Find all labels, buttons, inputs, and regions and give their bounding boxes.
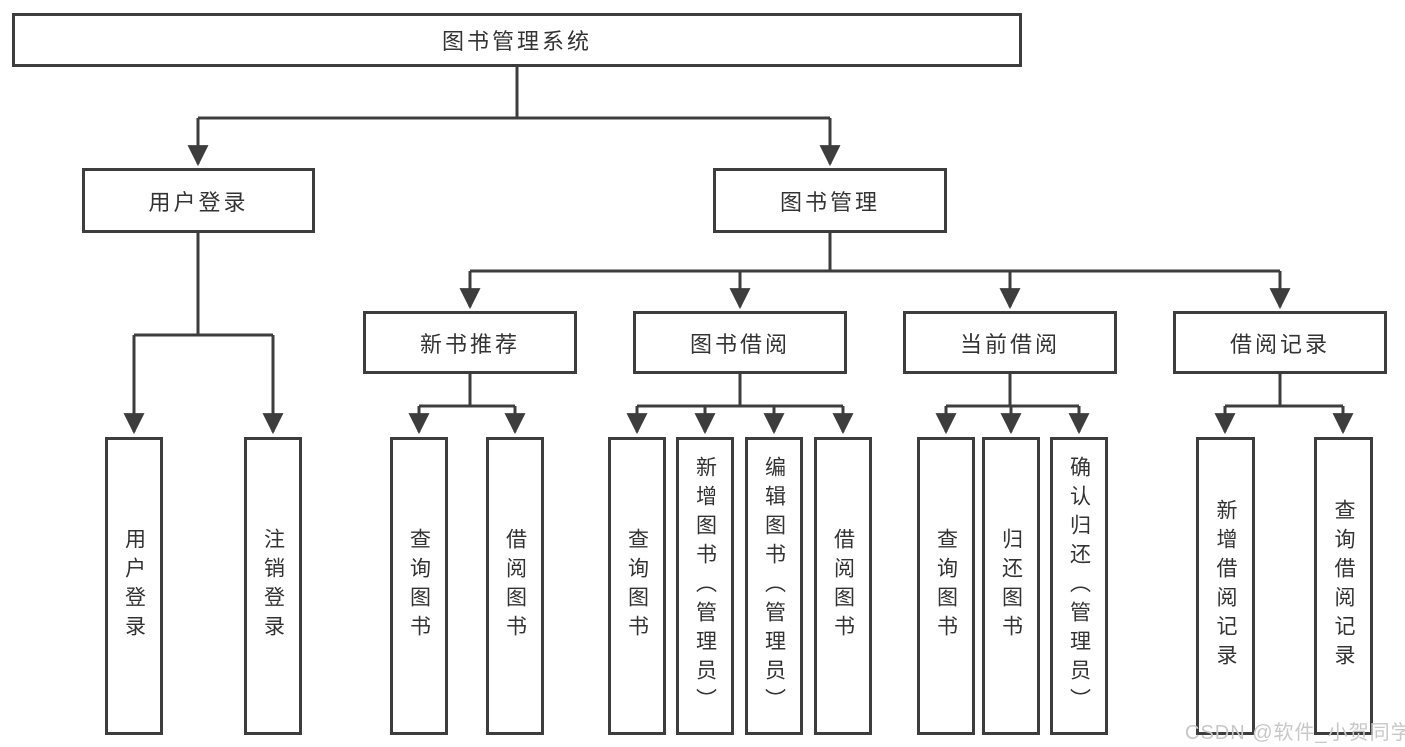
node-book-borrow-label: 图书借阅 bbox=[689, 331, 790, 357]
node-book-management: 图书管理 bbox=[713, 168, 947, 233]
leaf-current-confirm-return-admin: 确认归还（管理员） bbox=[1050, 437, 1108, 735]
leaf-recommend-borrow-book: 借阅图书 bbox=[486, 437, 544, 735]
leaf-borrow-edit-book-admin: 编辑图书（管理员） bbox=[745, 437, 803, 735]
node-current-borrow: 当前借阅 bbox=[903, 311, 1117, 374]
node-current-borrow-label: 当前借阅 bbox=[959, 331, 1060, 357]
node-book-management-label: 图书管理 bbox=[779, 189, 880, 215]
leaf-logout: 注销登录 bbox=[244, 437, 302, 735]
leaf-current-query-book-label: 查询图书 bbox=[934, 528, 958, 644]
node-new-book-recommend: 新书推荐 bbox=[363, 311, 577, 374]
node-root-label: 图书管理系统 bbox=[441, 29, 592, 54]
leaf-borrow-borrow-book-label: 借阅图书 bbox=[831, 528, 855, 644]
node-borrow-records: 借阅记录 bbox=[1173, 311, 1387, 374]
leaf-borrow-add-book-admin-label: 新增图书（管理员） bbox=[693, 455, 717, 717]
leaf-recommend-borrow-book-label: 借阅图书 bbox=[503, 528, 527, 644]
leaf-records-add-record-label: 新增借阅记录 bbox=[1214, 499, 1237, 673]
node-new-book-recommend-label: 新书推荐 bbox=[419, 331, 520, 357]
leaf-recommend-query-book-label: 查询图书 bbox=[407, 528, 431, 644]
node-user-login-label: 用户登录 bbox=[148, 189, 249, 215]
leaf-borrow-query-book-label: 查询图书 bbox=[625, 528, 649, 644]
leaf-borrow-borrow-book: 借阅图书 bbox=[814, 437, 872, 735]
leaf-borrow-add-book-admin: 新增图书（管理员） bbox=[676, 437, 734, 735]
leaf-user-login: 用户登录 bbox=[105, 437, 163, 735]
node-borrow-records-label: 借阅记录 bbox=[1229, 331, 1330, 357]
leaf-current-confirm-return-admin-label: 确认归还（管理员） bbox=[1067, 455, 1091, 717]
leaf-borrow-query-book: 查询图书 bbox=[608, 437, 666, 735]
leaf-recommend-query-book: 查询图书 bbox=[390, 437, 448, 735]
node-user-login: 用户登录 bbox=[82, 168, 315, 233]
leaf-records-query-record: 查询借阅记录 bbox=[1314, 437, 1373, 735]
leaf-records-add-record: 新增借阅记录 bbox=[1196, 437, 1255, 735]
leaf-records-query-record-label: 查询借阅记录 bbox=[1332, 499, 1355, 673]
leaf-current-return-book: 归还图书 bbox=[982, 437, 1040, 735]
leaf-borrow-edit-book-admin-label: 编辑图书（管理员） bbox=[762, 455, 786, 717]
leaf-logout-label: 注销登录 bbox=[261, 528, 285, 644]
leaf-user-login-label: 用户登录 bbox=[122, 528, 146, 644]
csdn-watermark: CSDN @软件_小贺同学 bbox=[1185, 722, 1405, 744]
node-book-borrow: 图书借阅 bbox=[633, 311, 847, 374]
leaf-current-return-book-label: 归还图书 bbox=[999, 528, 1023, 644]
leaf-current-query-book: 查询图书 bbox=[917, 437, 975, 735]
node-root: 图书管理系统 bbox=[12, 13, 1022, 67]
